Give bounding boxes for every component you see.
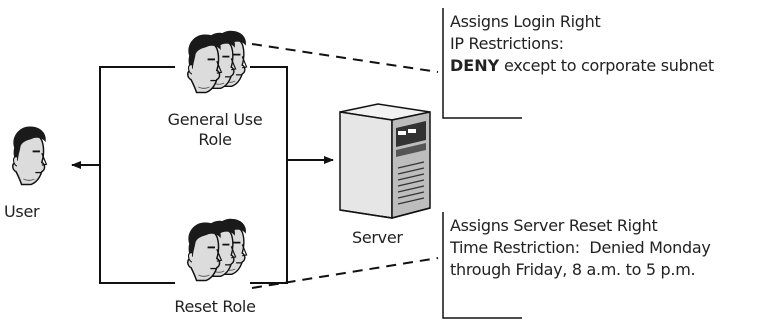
- server-icon: [339, 103, 431, 219]
- login-note: Assigns Login Right IP Restrictions: DEN…: [450, 11, 714, 77]
- general-role-label: General Use Role: [150, 110, 280, 150]
- note-leaders: [251, 43, 439, 289]
- login-note-line3-rest: except to corporate subnet: [499, 56, 714, 75]
- reset-note-line3: through Friday, 8 a.m. to 5 p.m.: [450, 260, 696, 279]
- reset-note-line2: Time Restriction: Denied Monday: [450, 238, 711, 257]
- login-note-frame: [442, 8, 522, 119]
- right-bracket-connector: [250, 66, 288, 284]
- reset-role-label: Reset Role: [174, 297, 256, 316]
- login-note-deny-keyword: DENY: [450, 56, 500, 75]
- reset-note-leader: [251, 257, 439, 289]
- reset-note: Assigns Server Reset Right Time Restrict…: [450, 215, 711, 281]
- reset-note-line1: Assigns Server Reset Right: [450, 216, 658, 235]
- reset-role-figure: [186, 217, 248, 282]
- note-box-frames: [442, 8, 522, 319]
- login-note-line2: IP Restrictions:: [450, 34, 564, 53]
- general-role-label-line1: General Use: [167, 110, 263, 129]
- connectors: [71, 66, 334, 284]
- login-note-line1: Assigns Login Right: [450, 12, 601, 31]
- reset-note-frame: [442, 212, 522, 319]
- general-role-label-line2: Role: [198, 130, 232, 149]
- general-role-figure: [186, 29, 248, 94]
- left-bracket-connector: [99, 66, 175, 284]
- server-label: Server: [352, 228, 403, 247]
- login-note-line3: DENY except to corporate subnet: [450, 55, 714, 77]
- login-note-leader: [251, 43, 439, 73]
- user-label: User: [4, 202, 40, 221]
- user-head-icon: [11, 125, 48, 186]
- user-figure: [11, 125, 48, 186]
